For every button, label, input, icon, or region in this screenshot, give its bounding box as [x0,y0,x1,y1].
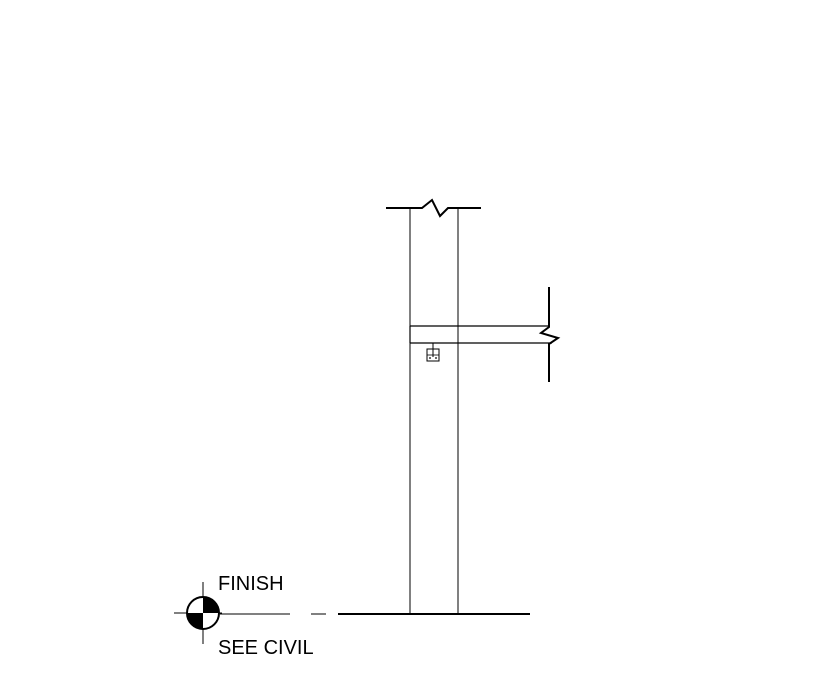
level-marker-fill-upper-right [203,597,219,613]
hanger-connector [426,343,440,362]
level-marker-symbol [174,582,222,644]
top-break-line [386,198,481,218]
level-marker-fill-lower-left [187,613,203,629]
level-label-finish: FINISH [218,573,284,595]
right-break-line [538,287,561,382]
hanger-bolt-right [435,357,437,359]
column [409,208,459,614]
level-label-see-civil: SEE CIVIL [218,637,314,659]
hanger-bolt-left [429,357,431,359]
beam [409,325,552,344]
